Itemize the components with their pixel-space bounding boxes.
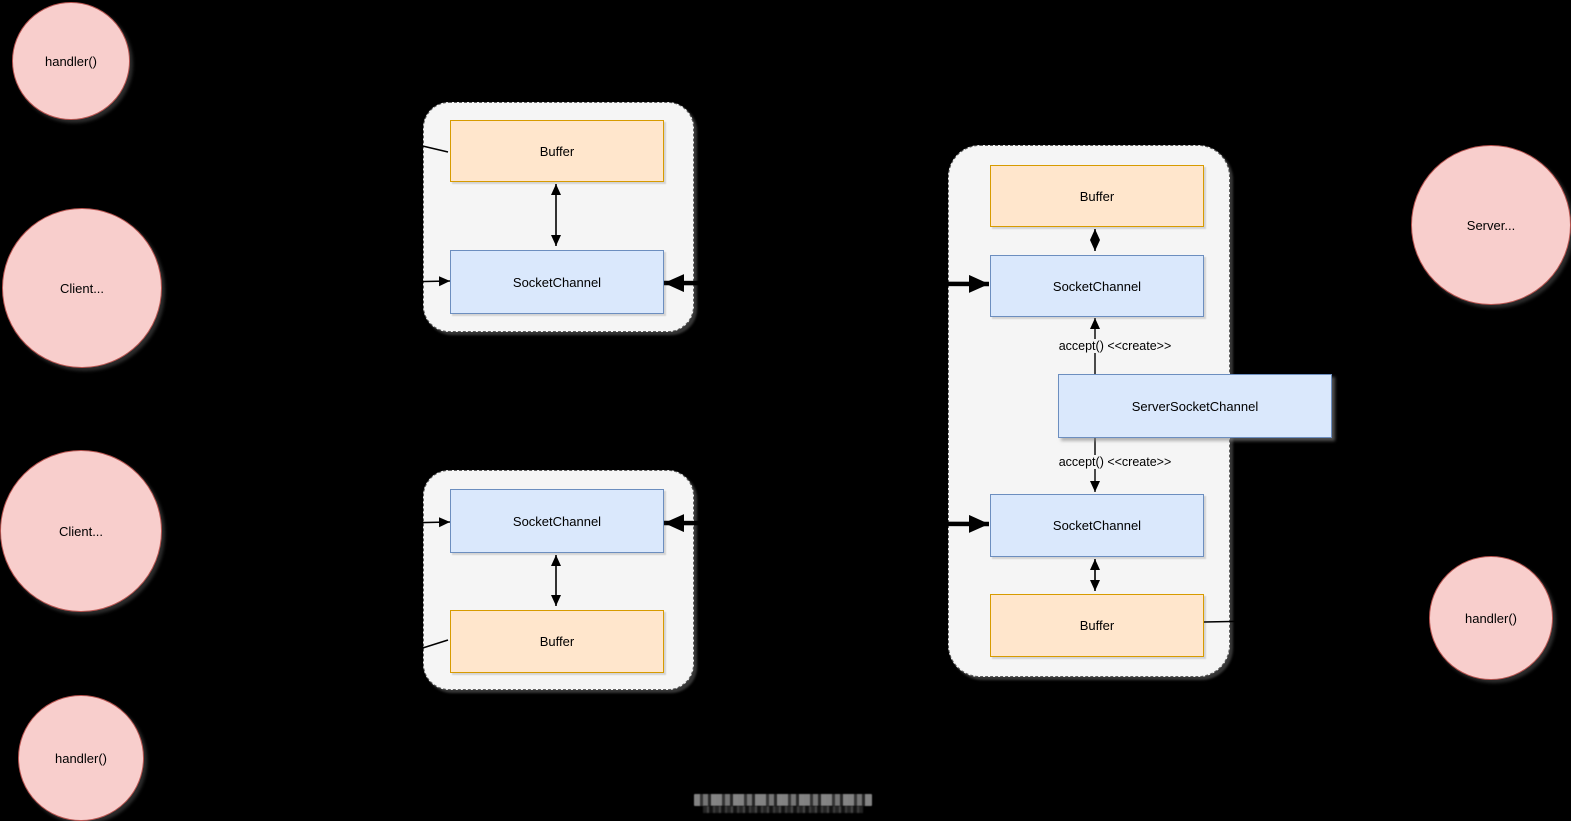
watermark-caption-row2: [702, 806, 864, 813]
accept-create-label-top: accept() <<create>>: [1040, 339, 1190, 353]
watermark-caption-row1: [694, 794, 872, 806]
accept-create-label-bottom: accept() <<create>>: [1040, 455, 1190, 469]
client-circle-1-label: Client...: [59, 280, 105, 296]
groupC-socketchannel-top-box: SocketChannel: [990, 255, 1204, 317]
groupC-socketchannel-bottom-box: SocketChannel: [990, 494, 1204, 557]
arrow-buffer-handler-right: [1203, 613, 1428, 624]
groupC-buffer-top-label: Buffer: [1079, 188, 1115, 204]
arrow-channelA-to-serverchannel-top: [663, 274, 990, 293]
server-socket-channel-label: ServerSocketChannel: [1131, 398, 1259, 414]
handler-circle-right: handler(): [1429, 556, 1553, 680]
groupC-buffer-bottom-box: Buffer: [990, 594, 1204, 657]
groupA-buffer-label: Buffer: [539, 143, 575, 159]
client-circle-2: Client...: [0, 450, 162, 612]
arrow-client2-socketchannel: [161, 517, 451, 533]
handler-circle-top-left: handler(): [12, 2, 130, 120]
arrow-client1-socketchannel: [160, 276, 451, 292]
client-circle-2-label: Client...: [58, 523, 104, 539]
groupA-buffer-box: Buffer: [450, 120, 664, 182]
arrow-buffer-handler-bottom-left: [137, 639, 449, 740]
watermark-caption: [694, 794, 872, 815]
groupB-buffer-box: Buffer: [450, 610, 664, 673]
arrow-channelB-to-serverchannel-bottom: [663, 514, 990, 533]
groupC-buffer-bottom-label: Buffer: [1079, 618, 1115, 633]
client-circle-1: Client...: [2, 208, 162, 368]
handler-circle-bottom-left: handler(): [18, 695, 144, 821]
server-circle: Server...: [1411, 145, 1571, 305]
handler-circle-bottom-left-label: handler(): [54, 750, 108, 766]
handler-circle-right-label: handler(): [1464, 610, 1518, 626]
arrow-serversocketchannel-server: [1331, 283, 1438, 401]
groupA-socketchannel-box: SocketChannel: [450, 250, 664, 314]
groupC-buffer-top-box: Buffer: [990, 165, 1204, 227]
server-circle-label: Server...: [1466, 217, 1516, 233]
groupA-socketchannel-label: SocketChannel: [512, 274, 602, 290]
groupB-socketchannel-label: SocketChannel: [512, 513, 602, 529]
groupC-socketchannel-top-label: SocketChannel: [1052, 278, 1142, 294]
groupB-socketchannel-box: SocketChannel: [450, 489, 664, 553]
server-socket-channel-box: ServerSocketChannel: [1058, 374, 1332, 438]
handler-circle-top-left-label: handler(): [44, 53, 98, 69]
groupC-socketchannel-bottom-label: SocketChannel: [1052, 518, 1142, 533]
groupB-buffer-label: Buffer: [539, 634, 575, 649]
arrow-buffer-handler-top-left: [125, 73, 449, 153]
